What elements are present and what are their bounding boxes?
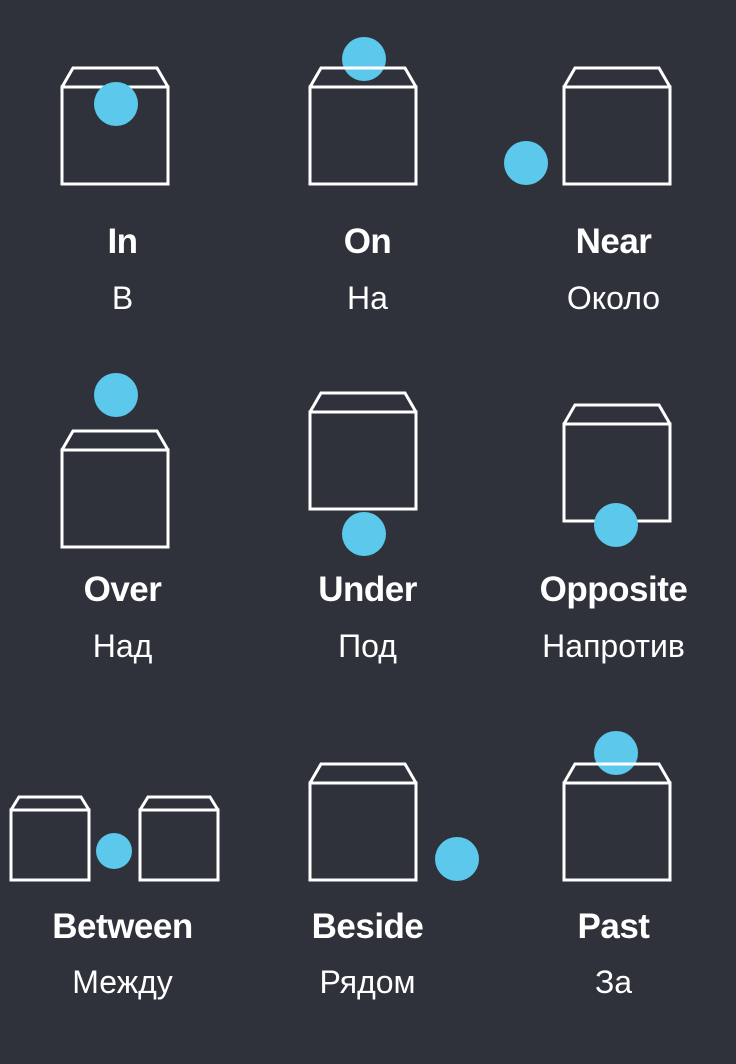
box-icon <box>562 66 672 186</box>
ball-icon <box>594 503 638 547</box>
near-illustration <box>504 66 672 186</box>
english-word: In <box>107 222 138 261</box>
russian-translation: В <box>111 280 134 316</box>
english-word: Past <box>577 907 650 946</box>
english-word: Beside <box>311 907 424 946</box>
box-icon <box>308 66 418 186</box>
english-word: On <box>343 222 392 261</box>
ball-icon <box>435 837 479 881</box>
russian-translation: На <box>347 280 388 316</box>
ball-icon <box>594 731 638 775</box>
box-icon <box>308 762 418 882</box>
russian-translation: За <box>594 964 633 1000</box>
english-word: Over <box>83 570 162 609</box>
english-word: Opposite <box>539 570 688 609</box>
opposite-illustration <box>562 403 672 547</box>
english-word: Under <box>318 570 417 609</box>
box-icon <box>60 429 170 549</box>
russian-translation: Напротив <box>542 628 685 664</box>
russian-translation: Рядом <box>319 964 416 1000</box>
box-icon-2 <box>138 795 220 882</box>
english-word: Between <box>52 907 193 946</box>
between-illustration <box>9 795 220 882</box>
past-illustration <box>562 731 672 882</box>
in-illustration <box>60 66 170 186</box>
box-icon <box>308 391 418 511</box>
ball-icon <box>504 141 548 185</box>
ball-icon <box>342 37 386 81</box>
russian-translation: Около <box>566 280 661 316</box>
russian-translation: Между <box>72 964 173 1000</box>
english-word: Near <box>575 222 652 261</box>
russian-translation: Под <box>338 628 397 664</box>
ball-icon <box>96 833 132 869</box>
under-illustration <box>308 391 418 556</box>
ball-icon <box>94 373 138 417</box>
box-icon <box>562 762 672 882</box>
ball-icon <box>342 512 386 556</box>
over-illustration <box>60 373 170 549</box>
box-icon-1 <box>9 795 91 882</box>
ball-icon <box>94 82 138 126</box>
russian-translation: Над <box>92 628 153 664</box>
on-illustration <box>308 37 418 186</box>
beside-illustration <box>308 762 479 882</box>
